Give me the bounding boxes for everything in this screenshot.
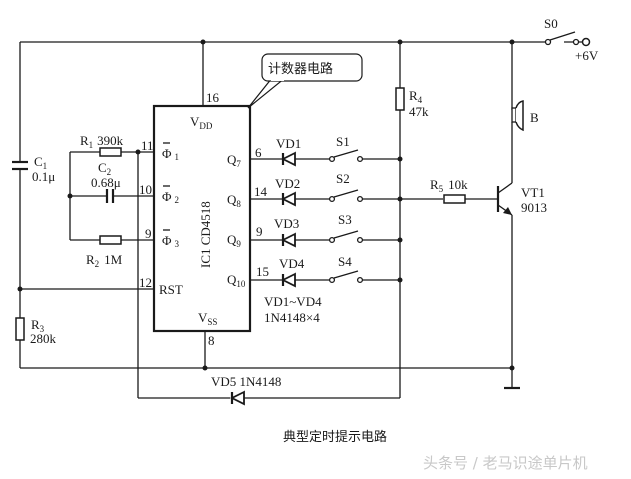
transistor-vt1: VT1 9013 [496,182,547,368]
buzzer-b: B [511,42,539,183]
diode-note-1: VD1~VD4 [264,294,322,309]
output-row-q10: VD4 S4 [250,254,403,288]
c1-branch: C1 0.1μ [12,42,55,318]
q7-label: Q7 [227,152,241,169]
vd5-label: VD5 1N4148 [211,374,281,389]
r3-value: 280k [30,331,57,346]
c1-value: 0.1μ [32,169,55,184]
pin-15: 15 [256,264,269,279]
diode-note-2: 1N4148×4 [264,310,320,325]
vdd-label: VDD [190,114,213,131]
s4-label: S4 [338,254,352,269]
supply-rail [20,39,582,45]
rst-label: RST [159,282,183,297]
pin-6: 6 [255,145,262,160]
vss-label: VSS [198,310,217,327]
s1-label: S1 [336,134,350,149]
counter-callout: 计数器电路 [247,53,363,109]
r3-label: R3 [31,317,45,334]
resistor-r4: R4 47k [395,42,429,398]
r4-value: 47k [409,104,429,119]
vd2-label: VD2 [275,176,300,191]
pin-9-left: 9 [145,226,152,241]
ic-name: IC1 CD4518 [198,201,213,268]
output-row-q7: VD1 S1 [250,134,403,167]
buzzer-label: B [530,110,539,125]
switch-s0: S0 [544,16,580,46]
pin-9-right: 9 [256,224,263,239]
vd4-label: VD4 [279,256,305,271]
s3-label: S3 [338,212,352,227]
c2-label: C2 [98,160,111,177]
q9-label: Q9 [227,232,241,249]
vd3-label: VD3 [274,216,299,231]
pin-12: 12 [139,275,152,290]
watermark: 头条号 / 老马识途单片机 [423,454,588,472]
pin-8: 8 [208,333,215,348]
supply-voltage-label: +6V [575,48,599,63]
svg-text:Φ2: Φ2 [162,189,179,205]
c1-label: C1 [34,154,47,171]
output-row-q9: VD3 S3 [250,212,403,248]
svg-text:Φ1: Φ1 [162,146,179,162]
pin-14: 14 [254,184,268,199]
pin-10: 10 [139,182,152,197]
vd1-label: VD1 [276,136,301,151]
output-row-q8: VD2 S2 [250,171,443,207]
s2-label: S2 [336,171,350,186]
q8-label: Q8 [227,192,241,209]
callout-text: 计数器电路 [268,61,333,77]
s0-label: S0 [544,16,558,31]
r4-label: R4 [409,88,423,105]
supply-terminal: +6V [575,37,599,63]
vt1-type: 9013 [521,200,547,215]
c2-value: 0.68μ [91,175,121,190]
diagram-caption: 典型定时提示电路 [283,429,387,445]
pin-11: 11 [141,138,154,153]
resistor-r3: R3 280k [15,317,57,368]
svg-text:Φ3: Φ3 [162,233,180,249]
diode-vd5: VD5 1N4148 [211,374,400,406]
vt1-label: VT1 [521,185,545,200]
pin-16: 16 [206,90,220,105]
q10-label: Q10 [227,272,246,289]
